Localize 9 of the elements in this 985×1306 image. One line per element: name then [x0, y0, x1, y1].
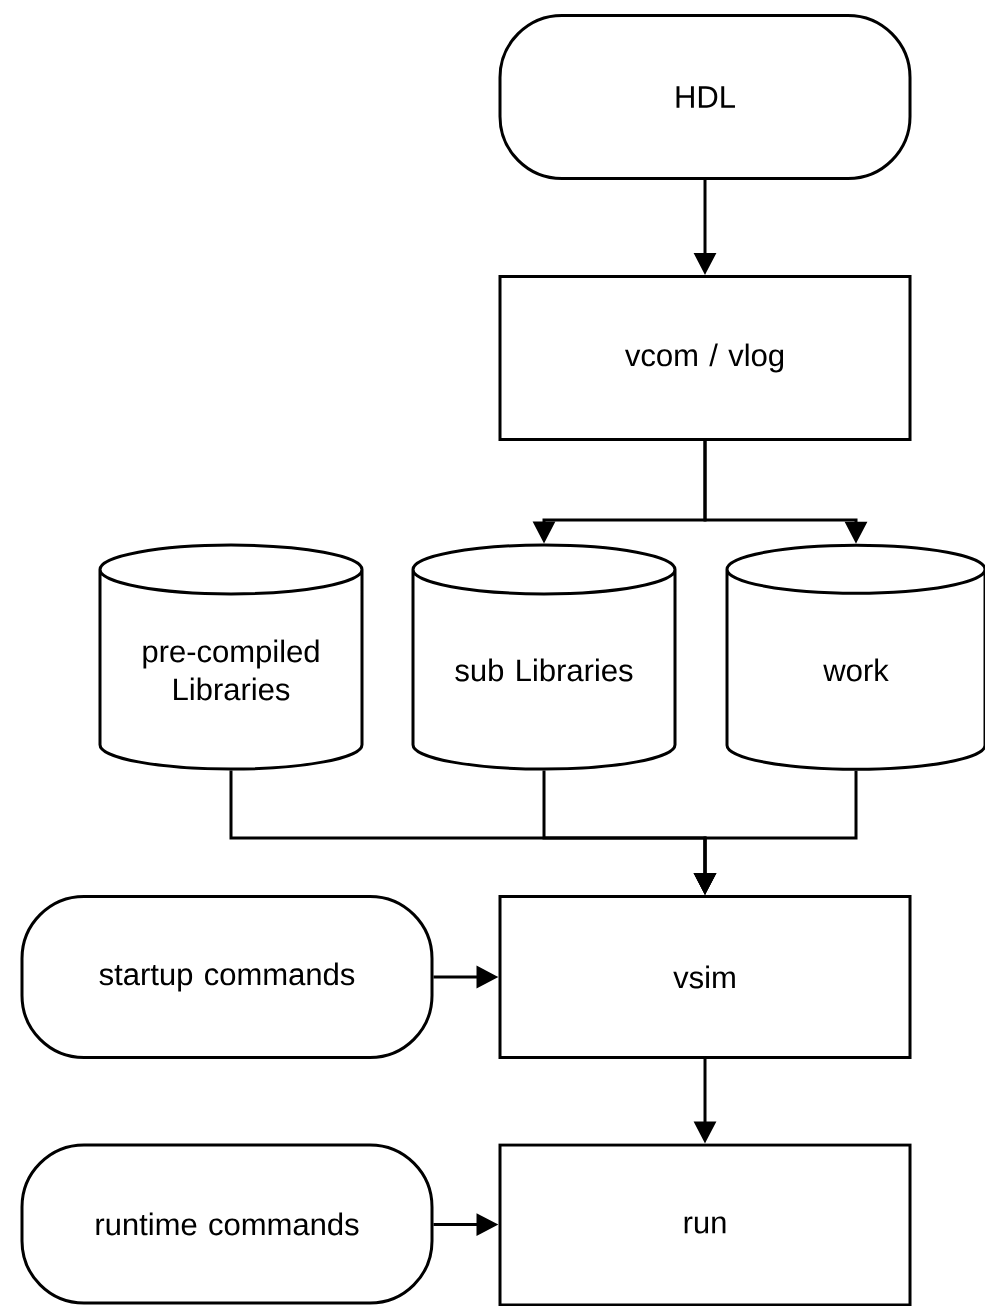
- terminal-box: startup commands: [20, 895, 434, 1059]
- database-cylinder: work: [725, 543, 985, 771]
- process-box: vcom / vlog: [498, 275, 912, 441]
- database-cylinder: pre-compiled Libraries: [98, 543, 364, 771]
- process-box: vsim: [498, 895, 912, 1059]
- database-cylinder: sub Libraries: [411, 543, 677, 771]
- process-box: run: [498, 1143, 912, 1306]
- terminal-box: runtime commands: [20, 1143, 434, 1305]
- terminal-box: HDL: [498, 14, 912, 180]
